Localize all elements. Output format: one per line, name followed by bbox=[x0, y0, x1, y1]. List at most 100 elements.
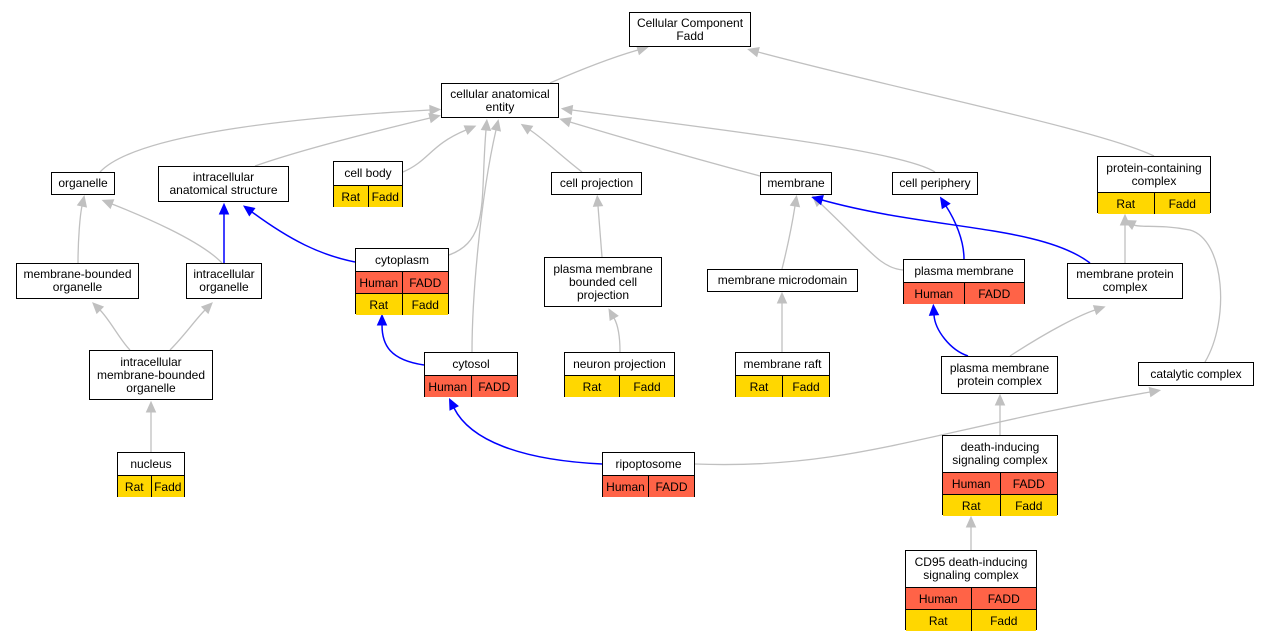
edge-arrowhead bbox=[429, 104, 442, 116]
node-cellproj[interactable]: cell projection bbox=[551, 172, 642, 195]
node-label: nucleus bbox=[118, 453, 184, 475]
edge-arrowhead bbox=[448, 397, 459, 411]
edge-arrowhead bbox=[811, 195, 824, 206]
node-mpc[interactable]: membrane protein complex bbox=[1067, 263, 1183, 299]
edge-imbo-to-mbo bbox=[92, 302, 131, 351]
edge-line bbox=[597, 205, 603, 258]
species-cell: Human bbox=[425, 376, 471, 397]
node-label: plasma membrane bounded cell projection bbox=[545, 258, 661, 306]
gene-cell: FADD bbox=[999, 473, 1057, 494]
node-ias[interactable]: intracellular anatomical structure bbox=[158, 166, 289, 202]
edge-io-to-ias bbox=[218, 202, 230, 263]
node-cellperiph[interactable]: cell periphery bbox=[892, 172, 978, 195]
species-cell: Rat bbox=[118, 476, 151, 497]
edge-cellproj-to-cae bbox=[520, 123, 583, 173]
edges-layer bbox=[76, 45, 1222, 550]
edge-arrowhead bbox=[928, 303, 940, 316]
edge-cae-to-cc bbox=[549, 45, 649, 84]
node-label: cytosol bbox=[425, 353, 517, 375]
edge-line bbox=[453, 407, 603, 465]
edge-arrowhead bbox=[776, 291, 788, 304]
species-cell: Rat bbox=[736, 376, 782, 397]
node-imbo[interactable]: intracellular membrane-bounded organelle bbox=[89, 350, 213, 400]
edge-mbo-to-organelle bbox=[76, 195, 88, 264]
gene-cell: Fadd bbox=[150, 476, 184, 497]
gene-cell: Fadd bbox=[999, 495, 1057, 516]
edge-arrowhead bbox=[608, 308, 619, 322]
gene-cell: FADD bbox=[648, 476, 694, 497]
edge-arrowhead bbox=[428, 112, 441, 124]
edge-line bbox=[781, 205, 796, 270]
node-pmbcp[interactable]: plasma membrane bounded cell projection bbox=[544, 257, 662, 307]
species-cell: Rat bbox=[356, 294, 402, 315]
edge-arrowhead bbox=[92, 302, 105, 315]
node-label: cellular anatomical entity bbox=[442, 84, 558, 117]
node-catcomp[interactable]: catalytic complex bbox=[1138, 362, 1254, 386]
node-organelle[interactable]: organelle bbox=[51, 172, 115, 195]
edge-mpc-to-membrane bbox=[811, 195, 1091, 264]
node-label: death-inducing signaling complex bbox=[943, 436, 1057, 472]
gene-cell: Fadd bbox=[1153, 193, 1210, 214]
node-label: cell projection bbox=[552, 173, 641, 194]
edge-ripop-to-cytosol bbox=[448, 397, 603, 465]
node-memmicro[interactable]: membrane microdomain bbox=[707, 269, 858, 292]
node-label: membrane raft bbox=[736, 353, 829, 375]
edge-arrowhead bbox=[747, 47, 760, 58]
node-label: plasma membrane bbox=[904, 260, 1024, 282]
edge-line bbox=[448, 129, 487, 256]
species-cell: Human bbox=[943, 473, 1000, 494]
edge-memmicro-to-membrane bbox=[781, 194, 801, 270]
gene-cell: Fadd bbox=[619, 376, 674, 397]
edge-cytosol-to-cae bbox=[471, 119, 502, 353]
node-membrane[interactable]: membrane bbox=[760, 172, 832, 195]
node-label: catalytic complex bbox=[1139, 363, 1253, 385]
gene-cell: FADD bbox=[970, 588, 1036, 609]
edge-line bbox=[381, 324, 425, 366]
node-io[interactable]: intracellular organelle bbox=[186, 263, 262, 299]
species-cell: Human bbox=[904, 283, 964, 304]
edge-cytosol-to-cytoplasm bbox=[376, 313, 425, 366]
edge-arrowhead bbox=[1092, 305, 1106, 316]
node-mbo[interactable]: membrane-bounded organelle bbox=[16, 263, 139, 299]
edge-line bbox=[821, 199, 1091, 264]
node-pmpc[interactable]: plasma membrane protein complex bbox=[941, 356, 1058, 394]
edge-arrowhead bbox=[242, 205, 256, 217]
species-cell: Human bbox=[906, 588, 971, 609]
edge-catcomp-to-pcc bbox=[1123, 219, 1222, 363]
edge-io-to-organelle bbox=[101, 199, 223, 264]
node-label: intracellular anatomical structure bbox=[159, 167, 288, 201]
edge-pm-to-membrane bbox=[811, 195, 904, 271]
species-cell: Rat bbox=[943, 495, 1000, 516]
node-cae[interactable]: cellular anatomical entity bbox=[441, 83, 559, 118]
edge-arrowhead bbox=[490, 119, 502, 132]
edge-arrowhead bbox=[200, 302, 213, 315]
edge-line bbox=[99, 109, 431, 173]
edge-line bbox=[694, 391, 1151, 466]
node-cc[interactable]: Cellular Component Fadd bbox=[629, 12, 751, 47]
edge-pmpc-to-pm bbox=[928, 303, 969, 357]
edge-ripop-to-catcomp bbox=[694, 386, 1162, 466]
node-label: neuron projection bbox=[565, 353, 674, 375]
edge-line bbox=[933, 314, 969, 357]
node-label: membrane-bounded organelle bbox=[17, 264, 138, 298]
gene-cell: Fadd bbox=[401, 294, 448, 315]
edge-line bbox=[77, 205, 83, 264]
